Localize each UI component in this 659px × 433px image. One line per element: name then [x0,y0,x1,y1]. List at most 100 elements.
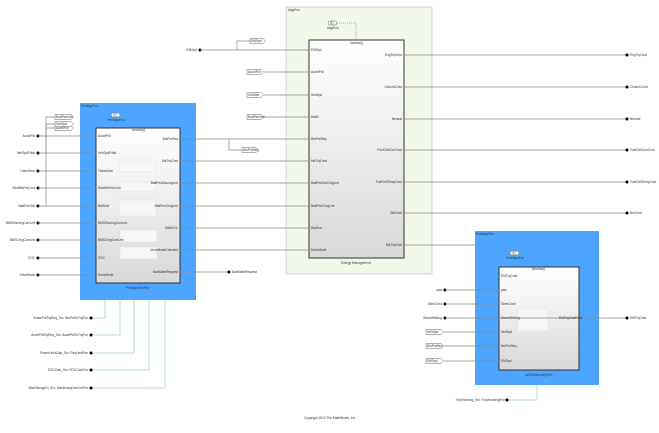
post-title: PostAlgoFcn [476,232,494,236]
outport-neutral[interactable]: Neutral [630,117,641,121]
energy-management-block[interactable] [308,39,405,259]
from-accelpdl[interactable] [246,69,264,75]
port-terminal[interactable] [89,316,93,320]
service-trq-vectoring[interactable]: TrqVectoring_Srv: TrqVectoringFcn [456,398,506,402]
goto-vehspd[interactable] [54,121,74,127]
pre-input-port: VehSpdFdbk [98,151,117,155]
outport-fuelcelltempcmd[interactable]: FuelCellTempCmd [630,180,656,184]
algo-trigger-label: AlgoFcn [327,26,339,30]
goto-emspd[interactable] [249,38,266,44]
outport-emtrqcmd[interactable]: EMTrqCmd [630,316,646,320]
inport-drivemode[interactable]: DriveMode [20,273,36,277]
algo-output-port: FuelCellTempCmd [376,180,402,184]
from-vehspd-label: VehSpd [248,93,259,97]
inport-transgear[interactable]: TransGear [20,169,36,173]
pre-input-port: BlcdBrkPrsCmd [98,186,121,190]
signal-line[interactable] [92,300,106,319]
pre-output-port: BrkPrsReq [163,137,179,141]
pre-input-port: SOC [98,256,106,260]
port-terminal[interactable] [625,148,629,152]
inport-accelpdl[interactable]: AccelPdl [23,134,36,138]
algo-output-port: Clutch1Cmd [384,85,402,89]
pre-trigger-port[interactable] [110,112,121,118]
service-port[interactable]: PowerLimitCalc_Srv: PwrLimitFcn [40,351,88,355]
port-terminal[interactable] [89,386,93,390]
pre-trigger: f() [114,113,117,117]
pre-input-port: DriveMode [98,273,114,277]
inport-steercmd[interactable]: SteerCmd [428,302,443,306]
inport-blcdbrkprscmd[interactable]: BlcdBrkPrsCmd [13,186,36,190]
copyright: Copyright 2024 The MathWorks, Inc. [304,416,356,420]
algo-input-port: MtrTrqCmd [311,159,327,163]
port-terminal[interactable] [89,368,93,372]
post-trigger-port[interactable] [509,250,520,256]
pre-trigger-label: PreAlgoFcn [108,118,125,122]
outport-fuelcellcurrcmd[interactable]: FuelCellCurrCmd [630,148,655,152]
signal-line[interactable] [45,116,55,206]
from-vehspd[interactable] [425,329,444,335]
port-terminal[interactable] [625,180,629,184]
port-terminal[interactable] [89,333,93,337]
algo-output-port: FuelCellCurrCmd [377,148,402,152]
goto-vehspd-label: VehSpd [56,122,67,126]
algo-input-port: BattPwrChrgLmt [311,204,334,208]
post-input-port: VehSpd [501,330,512,334]
post-input-port: EMSpd [501,359,512,363]
pre-output-port: MtrTrqCmd [162,159,178,163]
outport-brkcmd[interactable]: BrkCmd [630,211,642,215]
service-port[interactable]: BrakePdlTrqReq_Srv: BrkPdlToTrqFcn [34,316,89,320]
inport-emspd[interactable]: EMSpd [187,48,198,52]
from-brkprsreq-label: BrkPrsReq [427,344,443,348]
signal-line[interactable] [92,300,150,371]
pre-subsystem[interactable]: PreAlgoFcn f() PreAlgoFcn function() Pre… [80,103,196,300]
port-terminal[interactable] [625,117,629,121]
goto-brkprsreq-label: BrkPrsReq [243,148,259,152]
service-port[interactable]: SOCCalc_Srv: SOCCalcFcn [48,368,88,372]
outport-battstaterequest[interactable]: BattStateRequest [232,270,257,274]
pre-input-port: AccelPdl [98,134,111,138]
pre-output-port: driveModeChecked [151,248,179,252]
post-trigger: f() [513,251,516,255]
signal-line[interactable] [92,300,121,336]
post-input-port: EMTrqCmd [501,274,517,278]
algo-input-port: EMSpd [311,48,322,52]
inport-steerwhlang[interactable]: SteerWhlAng [423,316,442,320]
port-terminal[interactable] [227,270,231,274]
goto-battpwrvolt-label: BattPwrVolt [56,115,73,119]
post-block-name: calTrqVectoringFcn [525,373,553,377]
port-terminal[interactable] [625,53,629,57]
from-battpwrvolt[interactable] [246,114,264,120]
signal-line[interactable] [236,40,250,50]
service-port[interactable]: AccelPdlTrqReq_Srv: AccelPdlToTrqFcn [31,333,88,337]
from-accelpdl-label: AccelPdl [248,70,261,74]
algo-subsystem[interactable]: AlgoFcn f() AlgoFcn function() Energy Ma… [285,6,433,275]
from-brkprsreq[interactable] [425,343,444,349]
inport-soc[interactable]: SOC [28,256,36,260]
signal-line[interactable] [92,300,135,354]
signal-line[interactable] [228,139,242,151]
port-terminal[interactable] [89,351,93,355]
inport-bmschrgcurrlmt[interactable]: BMSChrgCurrLmt [10,238,35,242]
signal-line[interactable] [92,300,166,389]
inport-bmsdischrgcurrlmt[interactable]: BMSDischrgCurrLmt [6,221,35,225]
pre-block-name: PreAlgoServFcn [126,286,149,290]
goto-battpwrvolt[interactable] [54,114,74,120]
port-terminal[interactable] [625,211,629,215]
from-emspd[interactable] [425,358,444,364]
inport-yaw[interactable]: yaw [436,288,442,292]
algo-output-port: EngTrqCmd [385,53,402,57]
inport-battpwrvolt[interactable]: BattPwrVolt [19,204,36,208]
signal-line[interactable] [45,127,55,136]
goto-brkprsreq[interactable] [241,147,259,153]
outport-clutch1cmd[interactable]: Clutch1Cmd [630,85,648,89]
service-port[interactable]: MaxDischgCrt_Srv: MaxDchrgCurrLimFcn [28,386,88,390]
algo-input-port: AccelPdl [311,70,324,74]
pre-input-port: BattVolt [98,204,109,208]
inport-vehspdfdbk[interactable]: VehSpdFdbk [17,151,36,155]
outport-engtrqcmd[interactable]: EngTrqCmd [630,53,647,57]
post-subsystem[interactable]: PostAlgoFcn f() PostAlgoFcn function() c… [475,231,599,385]
port-terminal[interactable] [625,85,629,89]
post-function-label: function() [532,267,545,271]
from-vehspd[interactable] [246,92,264,98]
